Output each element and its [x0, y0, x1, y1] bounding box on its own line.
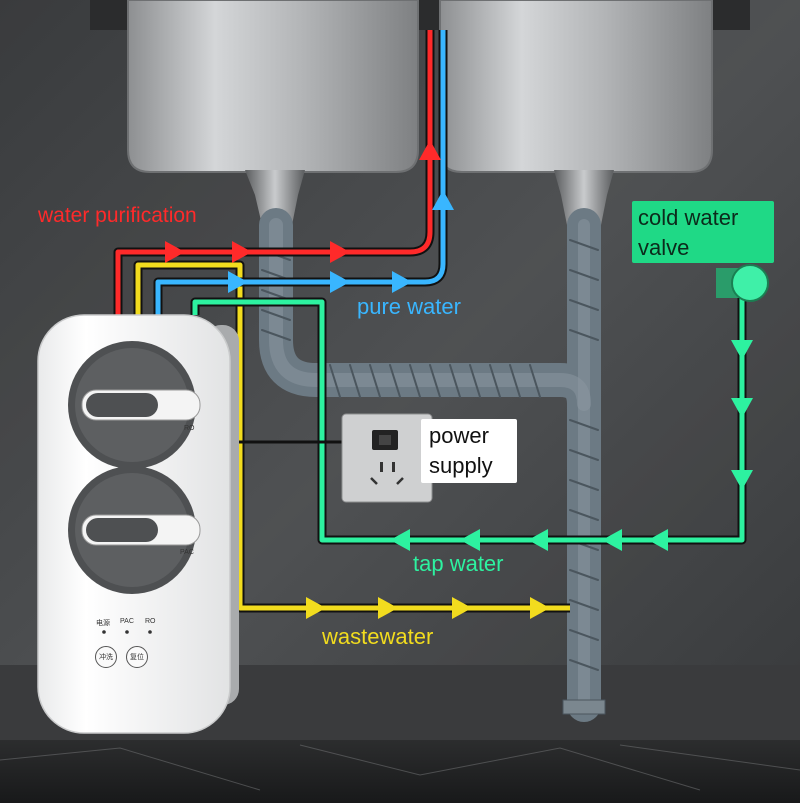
water-purifier	[37, 314, 239, 734]
valve-icon	[716, 264, 769, 302]
indicator-pac-label: PAC	[120, 618, 134, 625]
water-purification-label: water purification	[38, 204, 197, 227]
flush-button[interactable]: 冲洗	[95, 646, 117, 668]
reset-button[interactable]: 复位	[126, 646, 148, 668]
tap-water-label: tap water	[413, 551, 504, 576]
indicator-power-label: 电源	[96, 620, 110, 627]
indicator-ro-label: RO	[145, 618, 156, 625]
water-lines	[113, 30, 747, 613]
pure-water-label: pure water	[357, 294, 461, 319]
marble-base	[0, 740, 800, 803]
power-outlet-icon	[341, 413, 433, 503]
flow-arrow-icon	[165, 140, 753, 619]
wastewater-label: wastewater	[322, 624, 434, 649]
pac-filter-label: PAC	[180, 549, 194, 556]
power-supply-label: power supply	[421, 419, 517, 483]
ro-filter-label: RO	[184, 425, 195, 432]
double-sink	[90, 0, 750, 225]
cold-water-valve-label: cold water valve	[632, 201, 774, 263]
drain-pipe	[259, 208, 606, 722]
